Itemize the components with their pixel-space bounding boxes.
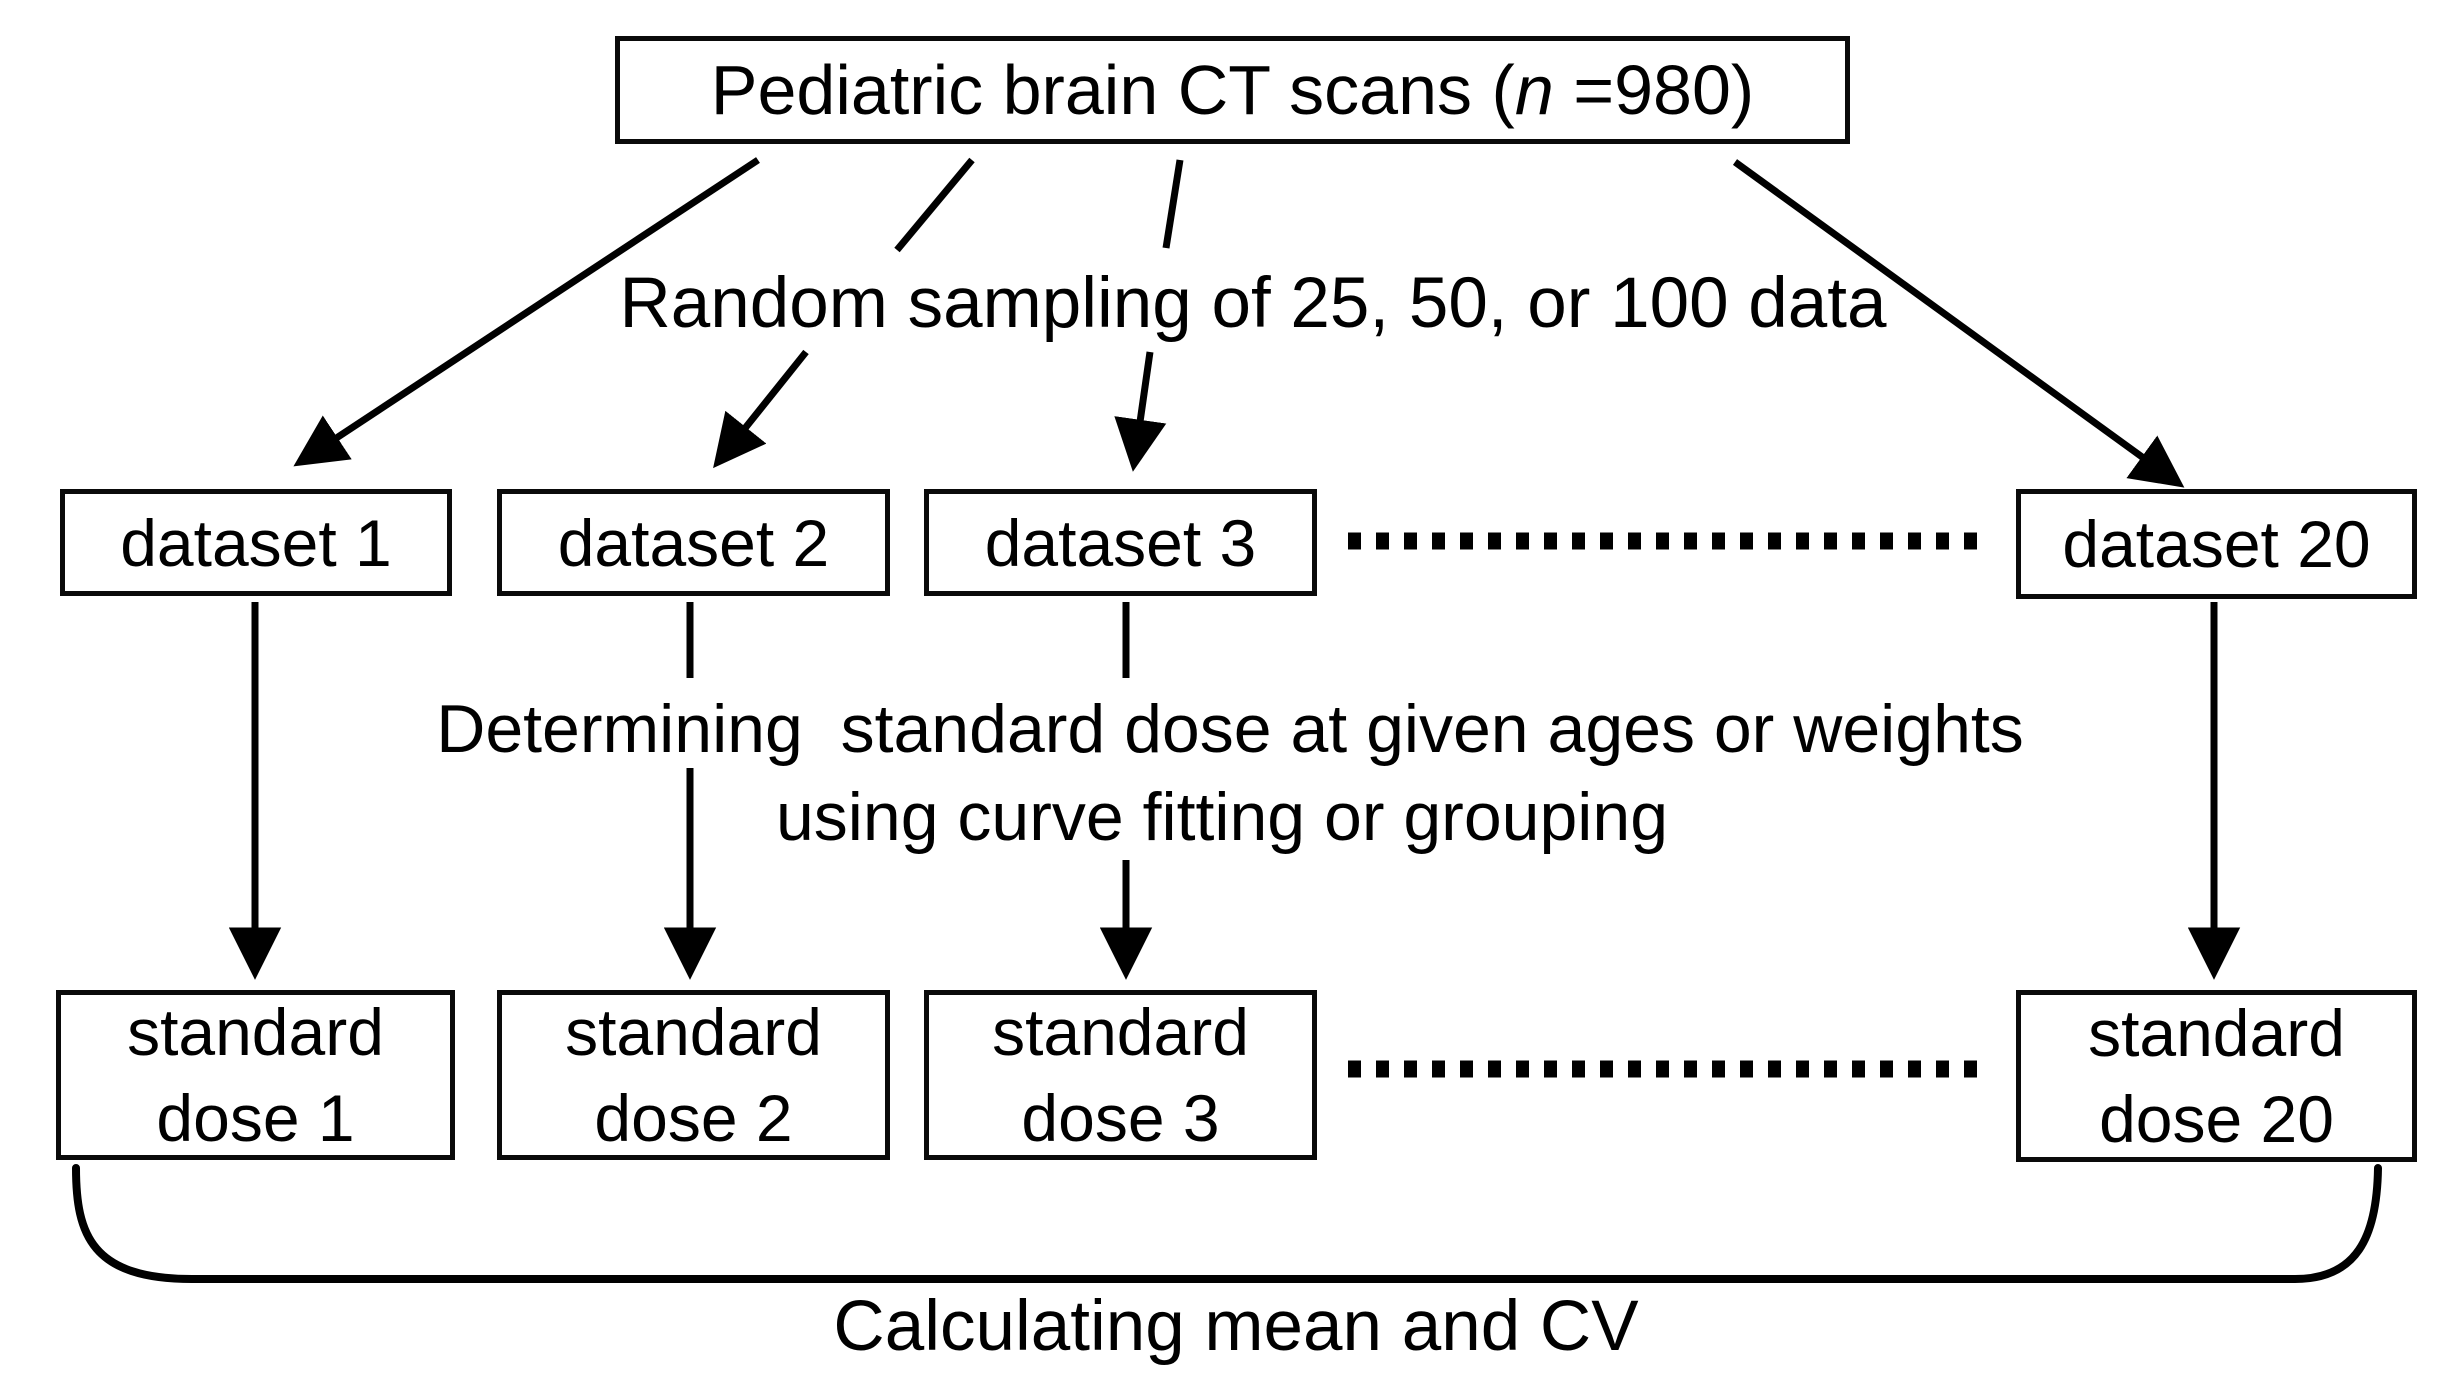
dataset-1-label: dataset 1 bbox=[120, 505, 392, 580]
pediatric-ct-scans-label-suffix: =980) bbox=[1553, 51, 1755, 129]
pediatric-ct-scans-label-prefix: Pediatric brain CT scans ( bbox=[710, 51, 1515, 129]
determining-dose-label-line2: using curve fitting or grouping bbox=[775, 779, 1669, 855]
arrow-scans-to-dataset-2-upper bbox=[894, 157, 975, 253]
standard-dose-1-box: standard dose 1 bbox=[56, 990, 455, 1160]
arrow-scans-to-dataset-3-lower bbox=[1114, 351, 1167, 472]
standard-dose-20-label-line1: standard bbox=[2088, 996, 2345, 1070]
arrow-scans-to-dataset-20 bbox=[1732, 159, 2185, 488]
pediatric-ct-scans-box: Pediatric brain CT scans (n =980) bbox=[615, 36, 1850, 144]
dataset-1-box: dataset 1 bbox=[60, 489, 452, 596]
standard-dose-20-box: standard dose 20 bbox=[2016, 990, 2417, 1162]
determining-dose-label-line1: Determining standard dose at given ages … bbox=[436, 691, 2024, 767]
arrow-scans-to-dataset-3-upper bbox=[1162, 159, 1184, 249]
grouping-brace bbox=[72, 1164, 2382, 1283]
dataset-3-label: dataset 3 bbox=[984, 505, 1257, 580]
standard-dose-2-box: standard dose 2 bbox=[497, 990, 890, 1160]
random-sampling-label: Random sampling of 25, 50, or 100 data bbox=[619, 264, 1887, 343]
pediatric-ct-scans-label-n: n bbox=[1514, 51, 1554, 129]
dataset-3-box: dataset 3 bbox=[924, 489, 1317, 596]
calculating-mean-cv-label: Calculating mean and CV bbox=[833, 1287, 1639, 1366]
standard-dose-2-label-line1: standard bbox=[565, 995, 822, 1069]
dataset-20-box: dataset 20 bbox=[2016, 489, 2417, 599]
arrow-scans-to-dataset-2-lower bbox=[713, 349, 809, 469]
standard-dose-20-label-line2: dose 20 bbox=[2099, 1082, 2334, 1156]
standard-dose-3-box: standard dose 3 bbox=[924, 990, 1317, 1160]
arrow-scans-to-dataset-1 bbox=[293, 157, 760, 467]
dataset-2-label: dataset 2 bbox=[557, 505, 830, 580]
standard-dose-3-label-line1: standard bbox=[992, 995, 1249, 1069]
dataset-2-box: dataset 2 bbox=[497, 489, 890, 596]
dataset-20-label: dataset 20 bbox=[2062, 507, 2371, 581]
standard-dose-1-label-line1: standard bbox=[127, 995, 384, 1069]
standard-dose-3-label-line2: dose 3 bbox=[1021, 1081, 1220, 1155]
standard-dose-2-label-line2: dose 2 bbox=[594, 1081, 793, 1155]
standard-dose-1-label-line2: dose 1 bbox=[156, 1081, 355, 1155]
